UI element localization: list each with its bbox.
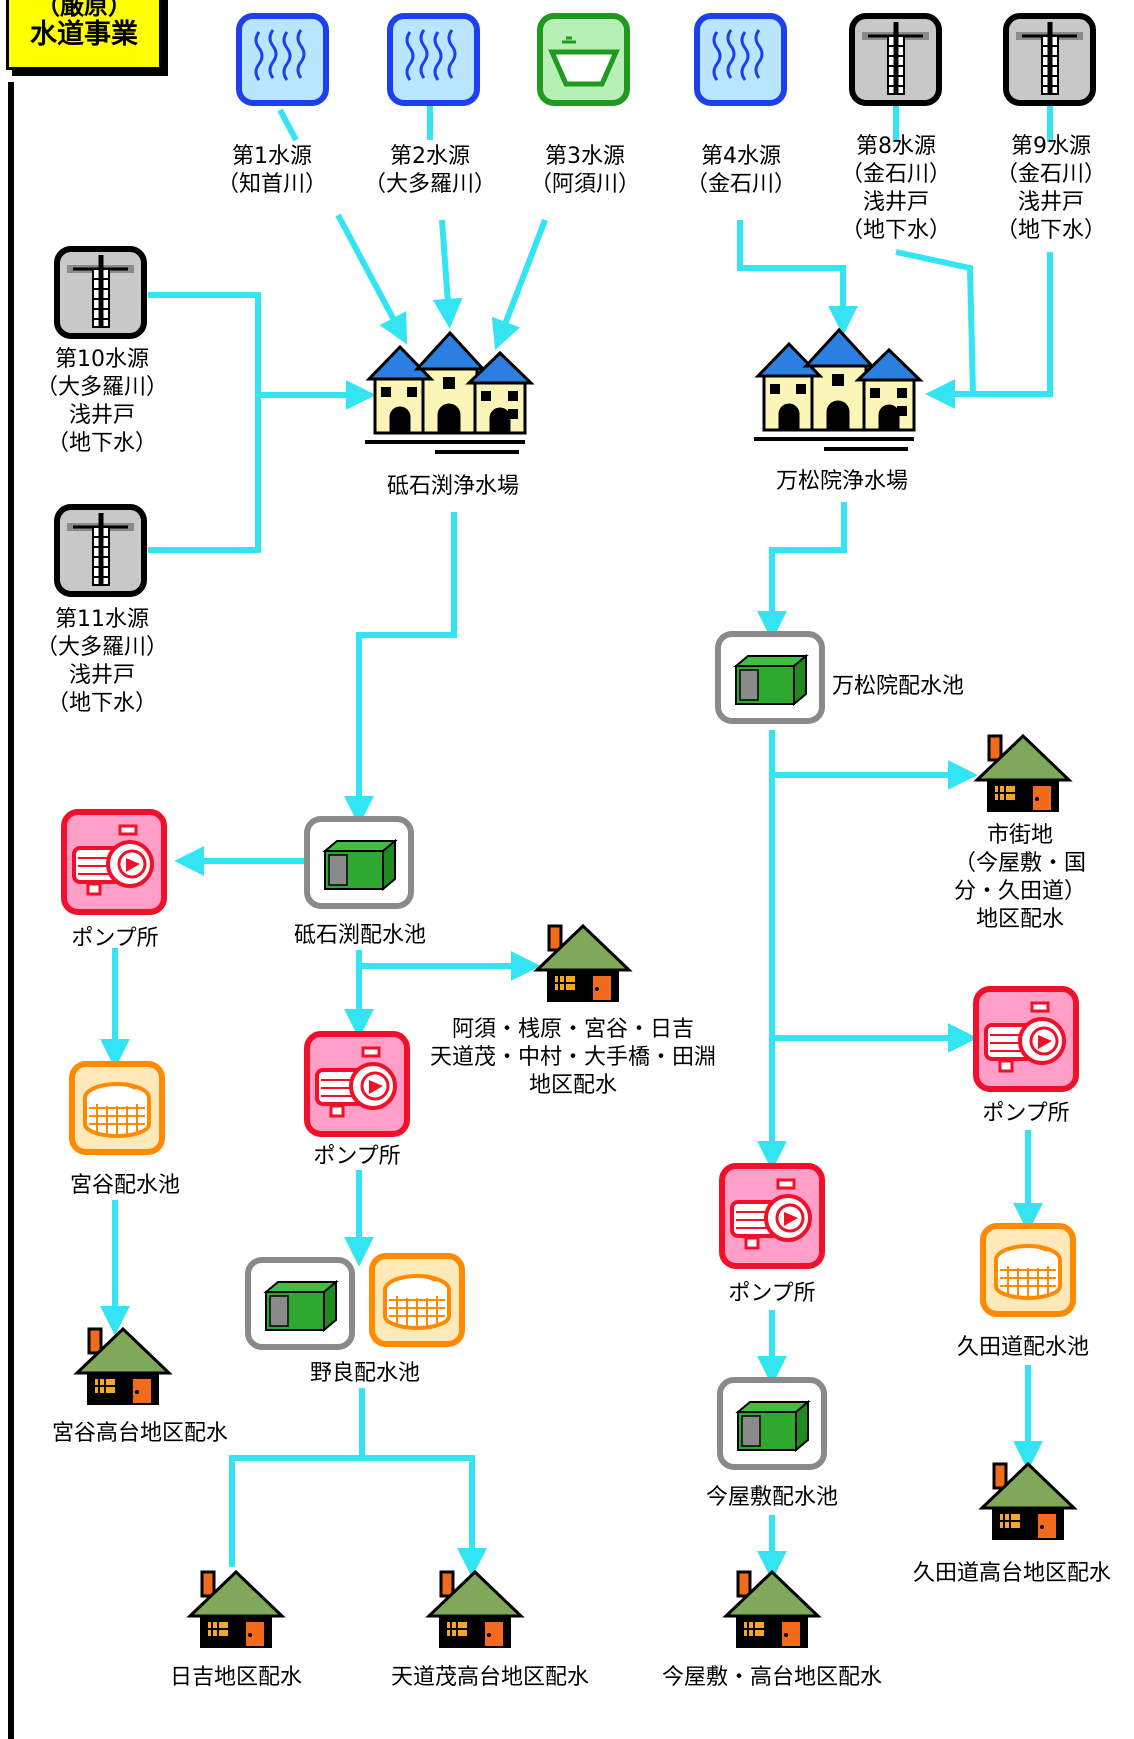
well-icon xyxy=(849,13,942,106)
well-icon xyxy=(54,504,147,597)
source-label-9: 第9水源（金石川） 浅井戸（地下水） xyxy=(995,134,1106,243)
river-icon xyxy=(236,13,329,106)
pipe-s3 xyxy=(491,218,548,351)
well-icon xyxy=(1003,13,1096,106)
pump-icon xyxy=(973,986,1079,1092)
house-icon xyxy=(533,923,633,1002)
river-icon xyxy=(387,13,480,106)
source-label-10: 第10水源（大多羅川） 浅井戸（地下水） xyxy=(35,347,168,456)
reservoir-icon xyxy=(304,816,414,909)
pipe-p1-res xyxy=(344,512,457,826)
label-banshoin-reservoir: 万松院配水池 xyxy=(832,674,965,699)
pump-icon xyxy=(61,809,167,915)
pipe-s4 xyxy=(737,220,858,336)
pump-icon xyxy=(719,1163,825,1269)
plant-label-toishibuchi: 砥石渕浄水場 xyxy=(386,474,519,499)
label-kutado-tank: 久田道配水池 xyxy=(956,1335,1089,1360)
reservoir-icon xyxy=(717,1377,827,1470)
label-imayashiki-reservoir: 今屋敷配水池 xyxy=(705,1485,838,1510)
house-icon xyxy=(973,733,1073,812)
house-icon xyxy=(186,1569,286,1648)
label-pump-left: ポンプ所 xyxy=(71,926,159,951)
plant-label-banshoin: 万松院浄水場 xyxy=(775,469,908,494)
label-pump-center: ポンプ所 xyxy=(313,1144,401,1169)
title-line-2: 水道事業 xyxy=(30,19,138,50)
tank-icon xyxy=(369,1253,465,1347)
pump-icon xyxy=(304,1031,410,1137)
label-miyatani-tank: 宮谷配水池 xyxy=(69,1173,180,1198)
reservoir-icon xyxy=(715,631,825,724)
pipe-p2-res xyxy=(757,502,847,641)
source-label-2: 第2水源（大多羅川） xyxy=(363,144,496,197)
title-line-1: （厳原） xyxy=(36,0,132,20)
label-miyatani-area: 宮谷高台地区配水 xyxy=(51,1421,228,1446)
source-label-11: 第11水源（大多羅川） 浅井戸（地下水） xyxy=(35,607,168,716)
dam-icon xyxy=(537,13,630,106)
pipe-res-asu xyxy=(356,950,541,981)
reservoir-icon xyxy=(245,1257,355,1350)
house-icon xyxy=(73,1326,173,1405)
purification-plant-icon xyxy=(365,330,535,454)
frame-left-border xyxy=(8,82,14,1739)
label-hiyoshi-area: 日吉地区配水 xyxy=(169,1665,302,1690)
pipe-s9 xyxy=(936,105,1053,394)
source-label-1: 第1水源（知首川） xyxy=(216,144,327,197)
house-icon xyxy=(978,1461,1078,1540)
source-label-4: 第4水源（金石川） xyxy=(685,144,796,197)
label-toishibuchi-reservoir: 砥石渕配水池 xyxy=(293,923,426,948)
tank-icon xyxy=(69,1061,165,1155)
pipe-s2 xyxy=(430,105,449,318)
label-pump-mid: ポンプ所 xyxy=(728,1281,816,1306)
label-city-area: 市街地（今屋敷・国 分・久田道）地区配水 xyxy=(953,823,1086,932)
pipe-s1 xyxy=(277,108,402,335)
label-asu-area: 阿須・桟原・宮谷・日吉天道茂・中村・大手橋・田淵地区配水 xyxy=(429,1017,716,1098)
pipe-s10-s11 xyxy=(148,292,365,553)
label-kutado-area: 久田道高台地区配水 xyxy=(912,1561,1111,1586)
label-pump-right: ポンプ所 xyxy=(982,1101,1070,1126)
source-label-8: 第8水源（金石川） 浅井戸（地下水） xyxy=(840,134,951,243)
pipe-s8 xyxy=(893,105,976,395)
house-icon xyxy=(425,1569,525,1648)
river-icon xyxy=(694,13,787,106)
tank-icon xyxy=(980,1223,1076,1317)
well-icon xyxy=(54,246,147,339)
purification-plant-icon xyxy=(754,327,924,451)
label-imayashiki-area: 今屋敷・高台地区配水 xyxy=(661,1665,882,1690)
pipe-nora-areas xyxy=(229,1388,472,1567)
label-nora-reservoir: 野良配水池 xyxy=(309,1361,420,1386)
source-label-3: 第3水源（阿須川） xyxy=(529,144,640,197)
label-tendo-area: 天道茂高台地区配水 xyxy=(390,1665,589,1690)
title-box: （厳原） 水道事業 xyxy=(6,0,162,70)
house-icon xyxy=(722,1569,822,1648)
